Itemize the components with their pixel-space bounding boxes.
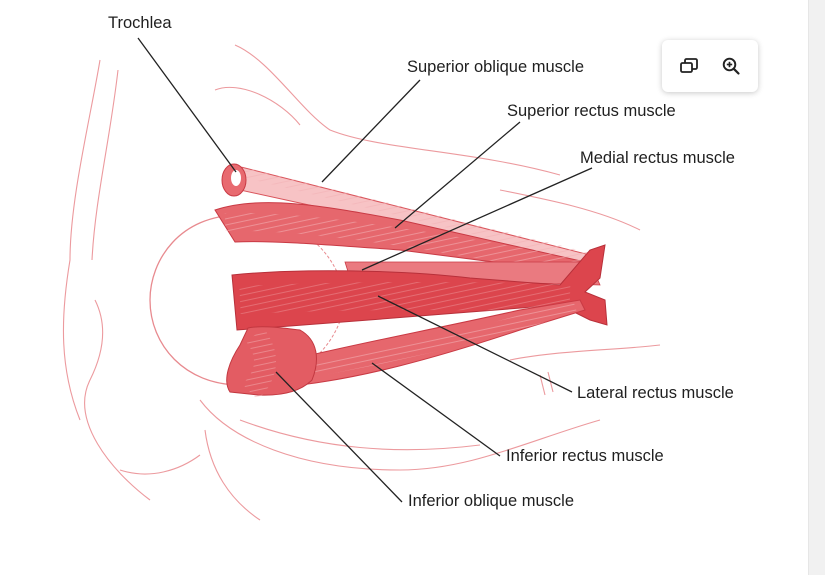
- image-toolbar: [662, 40, 758, 92]
- leader-trochlea: [137, 37, 237, 173]
- label-inferior-rectus-muscle: Inferior rectus muscle: [506, 447, 664, 465]
- eye-muscle-diagram: Trochlea Superior oblique muscle Superio…: [62, 14, 735, 521]
- open-in-window-icon: [680, 58, 698, 73]
- page-side-panel: [808, 0, 825, 575]
- zoom-in-button[interactable]: [717, 52, 745, 80]
- inferior-rectus-muscle-shape: [289, 299, 586, 386]
- leader-inferior-oblique: [275, 371, 403, 503]
- lateral-rectus-muscle-shape: [231, 244, 608, 331]
- eye-muscle-illustration: [62, 37, 661, 521]
- leader-inferior-rectus: [371, 362, 501, 457]
- leader-superior-rectus: [394, 121, 521, 229]
- label-inferior-oblique-muscle: Inferior oblique muscle: [408, 492, 574, 510]
- zoom-in-icon: [722, 57, 740, 75]
- orbit-outline: [62, 44, 661, 521]
- label-medial-rectus-muscle: Medial rectus muscle: [580, 149, 735, 167]
- open-in-window-button[interactable]: [675, 52, 703, 80]
- trochlea-shape: [221, 163, 247, 197]
- label-lateral-rectus-muscle: Lateral rectus muscle: [577, 384, 734, 402]
- label-trochlea: Trochlea: [108, 14, 172, 32]
- leader-lateral-rectus: [377, 295, 573, 393]
- inferior-oblique-muscle-shape: [226, 326, 317, 400]
- label-superior-oblique-muscle: Superior oblique muscle: [407, 58, 585, 76]
- leader-medial-rectus: [361, 167, 593, 271]
- label-superior-rectus-muscle: Superior rectus muscle: [507, 102, 676, 120]
- leader-lines: [137, 37, 593, 503]
- leader-superior-oblique: [321, 79, 421, 183]
